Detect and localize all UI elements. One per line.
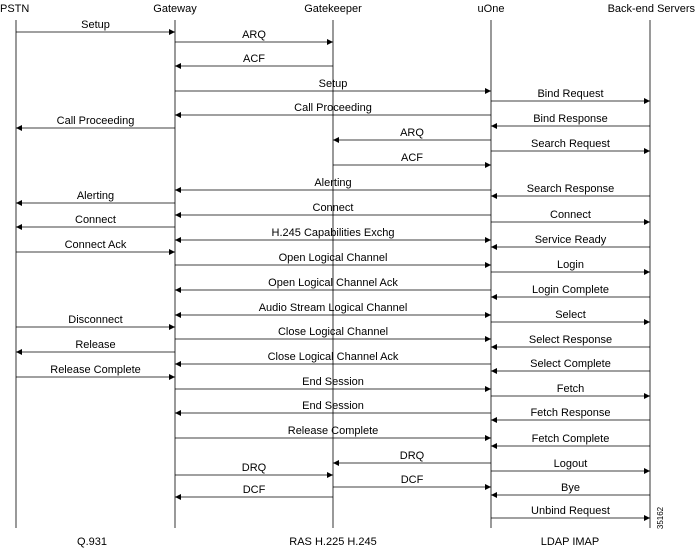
message-label: ARQ — [242, 29, 266, 41]
participant-label-pstn: PSTN — [0, 3, 29, 15]
message-label: Fetch — [557, 383, 585, 395]
message-label: Fetch Response — [530, 407, 610, 419]
participant-label-gateway: Gateway — [153, 3, 197, 15]
message-label: Fetch Complete — [532, 433, 610, 445]
protocol-label-uone-backend: LDAP IMAP — [541, 536, 600, 548]
message-label: Alerting — [77, 190, 114, 202]
message-label: DCF — [401, 474, 424, 486]
figure-id: 35162 — [656, 506, 665, 529]
message-label: Connect — [550, 209, 591, 221]
message-label: DCF — [243, 484, 266, 496]
message-label: Disconnect — [68, 314, 122, 326]
message-label: End Session — [302, 400, 364, 412]
message-label: Connect Ack — [65, 239, 127, 251]
message-label: Bind Response — [533, 113, 608, 125]
message-label: Release Complete — [288, 425, 379, 437]
message-label: Search Response — [527, 183, 614, 195]
message-label: Logout — [554, 458, 588, 470]
message-label: Close Logical Channel — [278, 326, 388, 338]
message-label: Open Logical Channel — [279, 252, 388, 264]
message-label: ACF — [243, 53, 265, 65]
message-label: Connect — [75, 214, 116, 226]
message-label: Unbind Request — [531, 505, 610, 517]
message-label: Connect — [313, 202, 354, 214]
message-label: Call Proceeding — [57, 115, 135, 127]
message-label: Release — [75, 339, 115, 351]
message-label: ARQ — [400, 127, 424, 139]
message-label: Bye — [561, 482, 580, 494]
message-label: Setup — [81, 19, 110, 31]
participant-label-uone: uOne — [478, 3, 505, 15]
message-label: Setup — [319, 78, 348, 90]
message-label: Bind Request — [537, 88, 603, 100]
message-label: Alerting — [314, 177, 351, 189]
message-label: H.245 Capabilities Exchg — [272, 227, 395, 239]
message-label: DRQ — [400, 450, 425, 462]
message-label: Select Complete — [530, 358, 611, 370]
message-label: Select Response — [529, 334, 612, 346]
message-label: DRQ — [242, 462, 267, 474]
message-label: End Session — [302, 376, 364, 388]
protocol-label-gatekeeper: RAS H.225 H.245 — [289, 536, 376, 548]
message-label: Close Logical Channel Ack — [268, 351, 399, 363]
message-label: Audio Stream Logical Channel — [259, 302, 408, 314]
message-label: Select — [555, 309, 586, 321]
message-label: Call Proceeding — [294, 102, 372, 114]
message-label: Search Request — [531, 138, 610, 150]
participant-label-gatekeeper: Gatekeeper — [304, 3, 362, 15]
protocol-label-pstn-gateway: Q.931 — [77, 536, 107, 548]
message-label: Release Complete — [50, 364, 141, 376]
message-label: Service Ready — [535, 234, 607, 246]
participant-label-backend: Back-end Servers — [608, 3, 696, 15]
message-label: Open Logical Channel Ack — [268, 277, 398, 289]
message-label: Login — [557, 259, 584, 271]
message-label: Login Complete — [532, 284, 609, 296]
message-label: ACF — [401, 152, 423, 164]
